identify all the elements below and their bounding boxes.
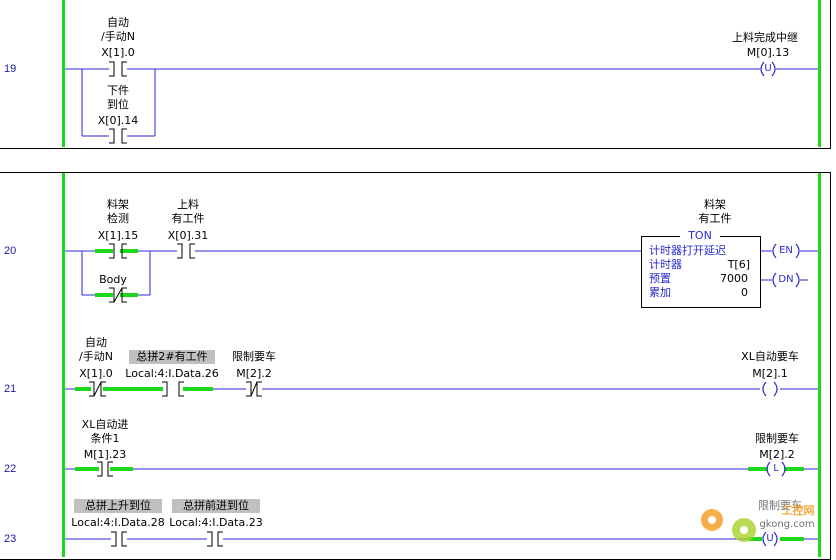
rung-20-contact-1[interactable] [109,243,127,259]
rung-19-contact-2[interactable] [109,128,127,144]
timer-row-label: 计时器 [649,258,682,271]
rung-23-coil[interactable] [762,531,778,547]
rung-21-contact-2[interactable] [162,381,184,397]
rung-19-coil[interactable] [760,61,776,77]
contact-description: 到位 [107,98,129,111]
left-power-rail-bottom [62,173,65,557]
contact-address: X[1].0 [101,46,135,59]
contact-address: M[2].2 [236,367,272,380]
rung-19-box[interactable] [0,0,831,149]
timer-accum-value[interactable]: 0 [741,286,748,299]
contact-description: 自动 [85,336,107,349]
timer-title: 计时器打开延迟 [649,244,726,257]
left-power-rail-top [62,0,65,147]
coil-description: XL自动要车 [741,350,799,363]
contact-address: Local:4:I.Data.26 [125,367,219,380]
contact-description: /手动N [79,350,113,363]
coil-address: M[2].1 [752,367,788,380]
timer-type: TON [680,229,720,242]
rung-number: 23 [4,533,17,545]
contact-address: Local:4:I.Data.23 [169,516,263,529]
contact-address: Local:4:I.Data.28 [71,516,165,529]
watermark-text: gkong.com [759,519,815,530]
contact-description: 料架 [107,198,129,211]
timer-row-label: 累加 [649,286,671,299]
contact-description: /手动N [101,30,135,43]
contact-description: 自动 [107,16,129,29]
contact-address: X[1].0 [79,367,113,380]
contact-description: Body [99,273,127,286]
rung-21-contact-3[interactable] [246,381,262,397]
right-power-rail-bottom [818,173,821,557]
coil-description: 上料完成中继 [732,31,798,44]
coil-type: L [773,463,779,474]
rung-20-dn-output[interactable] [772,272,800,288]
coil-type: U [764,63,772,74]
contact-description: 条件1 [90,432,120,445]
rung-23-energized [748,537,804,541]
timer-preset-value[interactable]: 7000 [720,272,748,285]
timer-description: 有工件 [698,212,732,225]
rung-20-en-output[interactable] [772,243,800,259]
tag-description: 总拼前进到位 [172,499,260,513]
coil-type: U [766,533,774,544]
rung-21-contact-1[interactable] [89,381,106,397]
tag-description: 总拼2#有工件 [129,350,215,364]
contact-description: 检测 [107,212,129,225]
timer-en-label: EN [779,245,793,256]
rung-20-contact-2[interactable] [177,243,195,259]
rung-number: 20 [4,245,17,257]
rung-22-energized [75,467,804,471]
rung-number: 21 [4,383,17,395]
contact-address: X[1].15 [97,229,139,242]
coil-description: 限制要车 [755,432,799,445]
tag-description: 总拼上升到位 [74,499,162,513]
timer-row-value: T[6] [727,258,750,271]
timer-dn-label: DN [778,274,794,285]
contact-description: 下件 [107,84,129,97]
contact-address: M[1].23 [83,448,127,461]
coil-description: 限制要车 [758,499,802,512]
rung-20-wiring [65,250,818,296]
rung-19-contact-1[interactable] [109,61,127,77]
rung-22-contact-1[interactable] [97,461,113,477]
timer-row-label: 预置 [649,272,671,285]
rung-19-wiring [65,68,818,137]
timer-block[interactable] [641,236,761,308]
contact-address: X[0].31 [167,229,209,242]
rung-21-energized [75,387,213,391]
rung-21-coil[interactable] [762,381,778,397]
rung-number: 22 [4,463,17,475]
contact-description: 有工件 [171,212,205,225]
rung-number: 19 [4,63,17,75]
right-power-rail-top [818,0,821,147]
rung-22-coil[interactable] [766,461,786,477]
rung-20-contact-3[interactable] [109,287,127,303]
contact-description: 上料 [177,198,199,211]
contact-address: X[0].14 [97,114,139,127]
rung-23-contact-2[interactable] [207,531,223,547]
watermark-text: 工控网 [781,504,815,517]
contact-description: 限制要车 [232,350,276,363]
coil-address: M[2].2 [759,448,795,461]
contact-description: XL自动进 [81,418,129,431]
rung-20-energized [95,249,138,297]
rung-23-contact-1[interactable] [111,531,127,547]
timer-description: 料架 [704,198,726,211]
watermark-gear-icon [701,509,756,542]
coil-address: M[0].13 [746,46,790,59]
